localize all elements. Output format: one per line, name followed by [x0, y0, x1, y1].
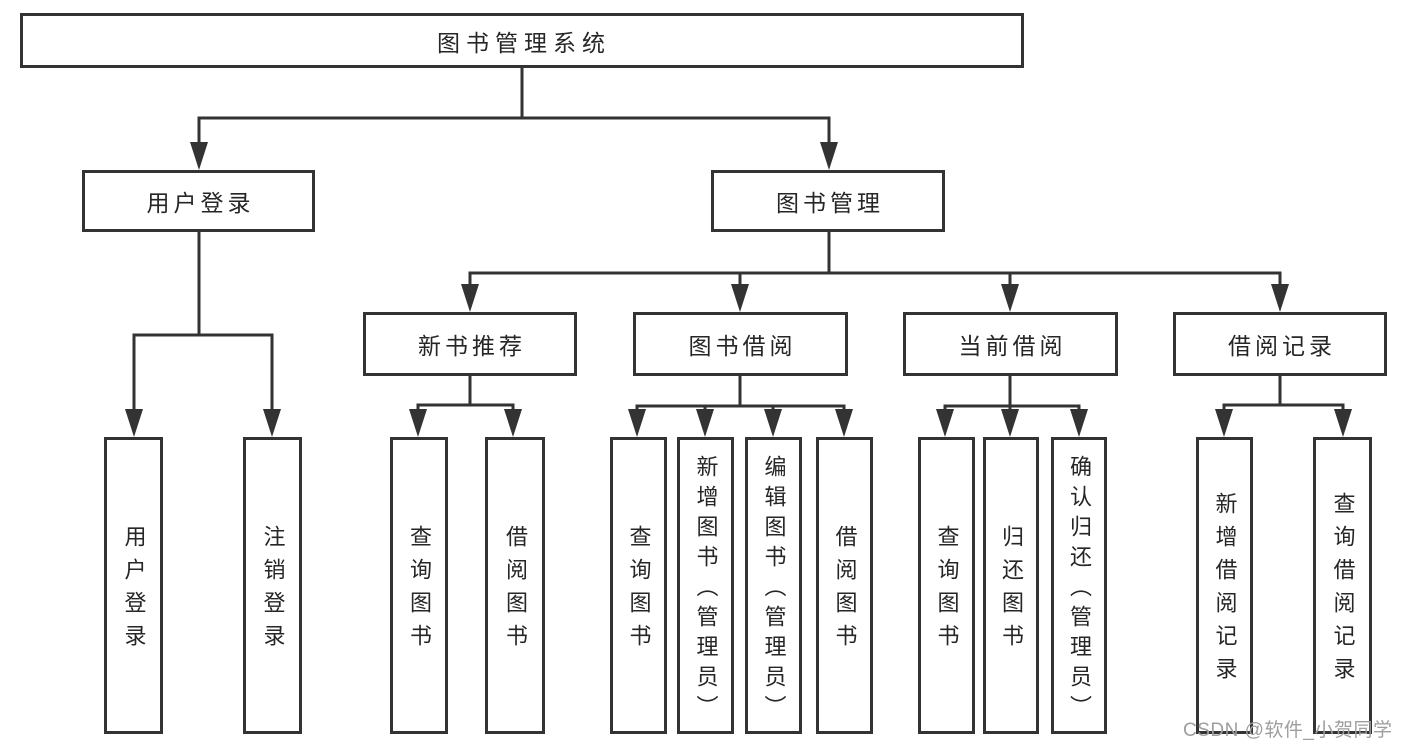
arrowhead — [504, 409, 522, 437]
node-root-label: 图书管理系统 — [437, 29, 611, 56]
arrowhead — [628, 409, 646, 437]
arrowhead — [1001, 284, 1019, 312]
arrowhead — [125, 409, 143, 437]
leaf-query-borrow-record: 查询借阅记录 — [1313, 437, 1372, 734]
arrowhead — [764, 409, 782, 437]
leaf-query-books-recommend: 查询图书 — [390, 437, 448, 734]
csdn-watermark: CSDN @软件_小贺同学 — [1183, 720, 1393, 741]
leaf-add-books-admin-label: 新增图书（管理员） — [693, 454, 719, 725]
node-current-borrow-label: 当前借阅 — [958, 333, 1067, 359]
leaf-add-borrow-record: 新增借阅记录 — [1196, 437, 1253, 734]
connector-new-book-recommend — [416, 374, 515, 413]
arrowhead — [1001, 409, 1019, 437]
arrowhead — [820, 142, 838, 170]
leaf-confirm-return-admin-label: 确认归还（管理员） — [1067, 454, 1092, 725]
leaf-return-books-label: 归还图书 — [999, 524, 1024, 657]
node-borrow-records-label: 借阅记录 — [1228, 333, 1336, 359]
leaf-query-books-current-label: 查询图书 — [934, 524, 960, 657]
connector-book-borrow — [635, 374, 846, 413]
arrowhead — [1334, 409, 1352, 437]
arrowhead — [936, 409, 954, 437]
leaf-borrow-books-recommend: 借阅图书 — [485, 437, 545, 734]
leaf-add-borrow-record-label: 新增借阅记录 — [1212, 491, 1238, 690]
leaf-borrow-books-recommend-label: 借阅图书 — [503, 524, 528, 657]
node-user-login-label: 用户登录 — [146, 190, 255, 216]
arrowhead — [835, 409, 853, 437]
leaf-query-borrow-record-label: 查询借阅记录 — [1330, 491, 1356, 690]
leaf-user-login: 用户登录 — [104, 437, 163, 734]
leaf-edit-books-admin-label: 编辑图书（管理员） — [761, 454, 787, 725]
node-book-borrow-label: 图书借阅 — [688, 333, 797, 359]
connector-user-login — [132, 230, 274, 413]
leaf-query-books-borrow: 查询图书 — [610, 437, 667, 734]
leaf-logout: 注销登录 — [243, 437, 302, 734]
node-new-book-recommend: 新书推荐 — [363, 312, 577, 376]
leaf-query-books-recommend-label: 查询图书 — [407, 524, 432, 657]
connector-book-management — [468, 230, 1282, 288]
arrowhead — [263, 409, 281, 437]
leaf-query-books-current: 查询图书 — [918, 437, 975, 734]
leaf-edit-books-admin: 编辑图书（管理员） — [745, 437, 802, 734]
leaf-borrow-books-label: 借阅图书 — [832, 524, 858, 657]
arrowhead — [1215, 409, 1233, 437]
node-book-management: 图书管理 — [711, 170, 945, 232]
leaf-return-books: 归还图书 — [983, 437, 1039, 734]
node-book-management-label: 图书管理 — [776, 190, 884, 216]
arrowhead — [731, 284, 749, 312]
leaf-add-books-admin: 新增图书（管理员） — [677, 437, 734, 734]
leaf-confirm-return-admin: 确认归还（管理员） — [1051, 437, 1107, 734]
arrowhead — [461, 284, 479, 312]
arrowhead — [1070, 409, 1088, 437]
node-root: 图书管理系统 — [20, 13, 1024, 68]
node-borrow-records: 借阅记录 — [1173, 312, 1387, 376]
leaf-borrow-books: 借阅图书 — [816, 437, 873, 734]
node-book-borrow: 图书借阅 — [633, 312, 848, 376]
connector-root — [197, 66, 831, 146]
leaf-query-books-borrow-label: 查询图书 — [626, 524, 652, 657]
connector-current-borrow — [943, 374, 1081, 413]
arrowhead — [190, 142, 208, 170]
leaf-user-login-label: 用户登录 — [121, 524, 147, 657]
connector-borrow-records — [1222, 374, 1345, 413]
node-user-login: 用户登录 — [82, 170, 315, 232]
arrowhead — [409, 409, 427, 437]
node-current-borrow: 当前借阅 — [903, 312, 1118, 376]
leaf-logout-label: 注销登录 — [260, 524, 286, 657]
node-new-book-recommend-label: 新书推荐 — [418, 333, 526, 359]
arrowhead — [1271, 284, 1289, 312]
arrowhead — [696, 409, 714, 437]
